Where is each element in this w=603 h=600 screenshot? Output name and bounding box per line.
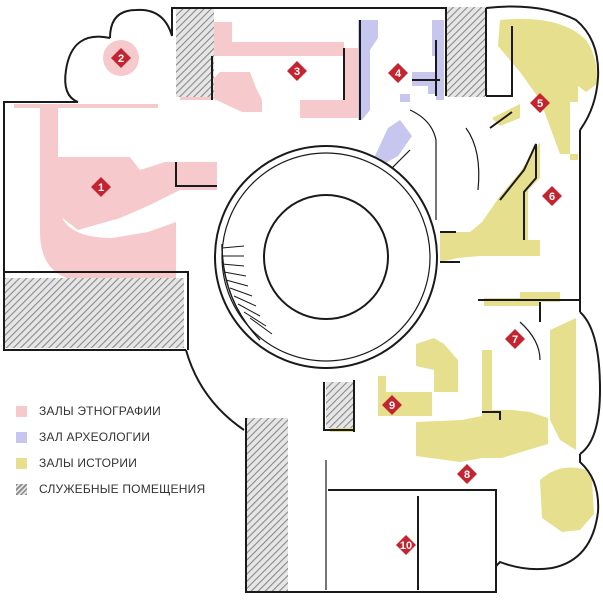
map-legend: ЗАЛЫ ЭТНОГРАФИИ ЗАЛ АРХЕОЛОГИИ ЗАЛЫ ИСТО… <box>16 398 205 502</box>
ethnography-swatch <box>16 405 27 417</box>
room-markers: 1 2 3 4 5 6 7 8 9 10 <box>91 40 562 555</box>
legend-item-ethnography: ЗАЛЫ ЭТНОГРАФИИ <box>16 398 205 424</box>
room-number-label: 10 <box>400 540 412 552</box>
room-number-label: 7 <box>512 334 518 346</box>
room-number-label: 4 <box>395 68 402 80</box>
room-number-label: 8 <box>464 469 470 481</box>
room-number-label: 2 <box>118 53 124 65</box>
archaeology-areas <box>358 20 444 166</box>
room-badge-diamond <box>396 535 416 555</box>
room-badge-diamond <box>457 464 477 484</box>
room-badge-diamond <box>382 395 402 415</box>
room-badge-diamond <box>287 61 307 81</box>
building-walls <box>3 5 602 593</box>
staircase <box>221 245 273 335</box>
room-marker-7: 7 <box>505 329 525 349</box>
history-swatch <box>16 457 27 469</box>
room-marker-2: 2 <box>103 40 139 76</box>
room-marker-1: 1 <box>91 177 111 197</box>
room-number-label: 6 <box>549 191 555 203</box>
service-areas <box>4 7 486 592</box>
room-badge-diamond <box>530 93 550 113</box>
room-number-label: 5 <box>537 98 543 110</box>
archaeology-swatch <box>16 431 27 443</box>
room-marker-4: 4 <box>388 63 408 83</box>
legend-item-history: ЗАЛЫ ИСТОРИИ <box>16 450 205 476</box>
legend-item-archaeology: ЗАЛ АРХЕОЛОГИИ <box>16 424 205 450</box>
legend-label-archaeology: ЗАЛ АРХЕОЛОГИИ <box>39 430 151 444</box>
room-badge-diamond <box>91 177 111 197</box>
room-marker-9: 9 <box>382 395 402 415</box>
central-rotunda <box>214 145 438 369</box>
legend-label-service: СЛУЖЕБНЫЕ ПОМЕЩЕНИЯ <box>39 482 206 496</box>
room-badge-diamond <box>388 63 408 83</box>
room-number-label: 3 <box>294 66 300 78</box>
room-badge-diamond <box>542 186 562 206</box>
room-number-label: 1 <box>98 182 104 194</box>
room-marker-3: 3 <box>287 61 307 81</box>
service-swatch <box>16 483 27 495</box>
room-badge-diamond <box>111 48 131 68</box>
legend-label-ethnography: ЗАЛЫ ЭТНОГРАФИИ <box>39 404 161 418</box>
room-number-label: 9 <box>389 400 395 412</box>
room-marker-5: 5 <box>530 93 550 113</box>
room-badge-diamond <box>505 329 525 349</box>
legend-item-service: СЛУЖЕБНЫЕ ПОМЕЩЕНИЯ <box>16 476 205 502</box>
room-marker-8: 8 <box>457 464 477 484</box>
room-marker-10: 10 <box>396 535 416 555</box>
room-marker-6: 6 <box>542 186 562 206</box>
legend-label-history: ЗАЛЫ ИСТОРИИ <box>39 456 138 470</box>
